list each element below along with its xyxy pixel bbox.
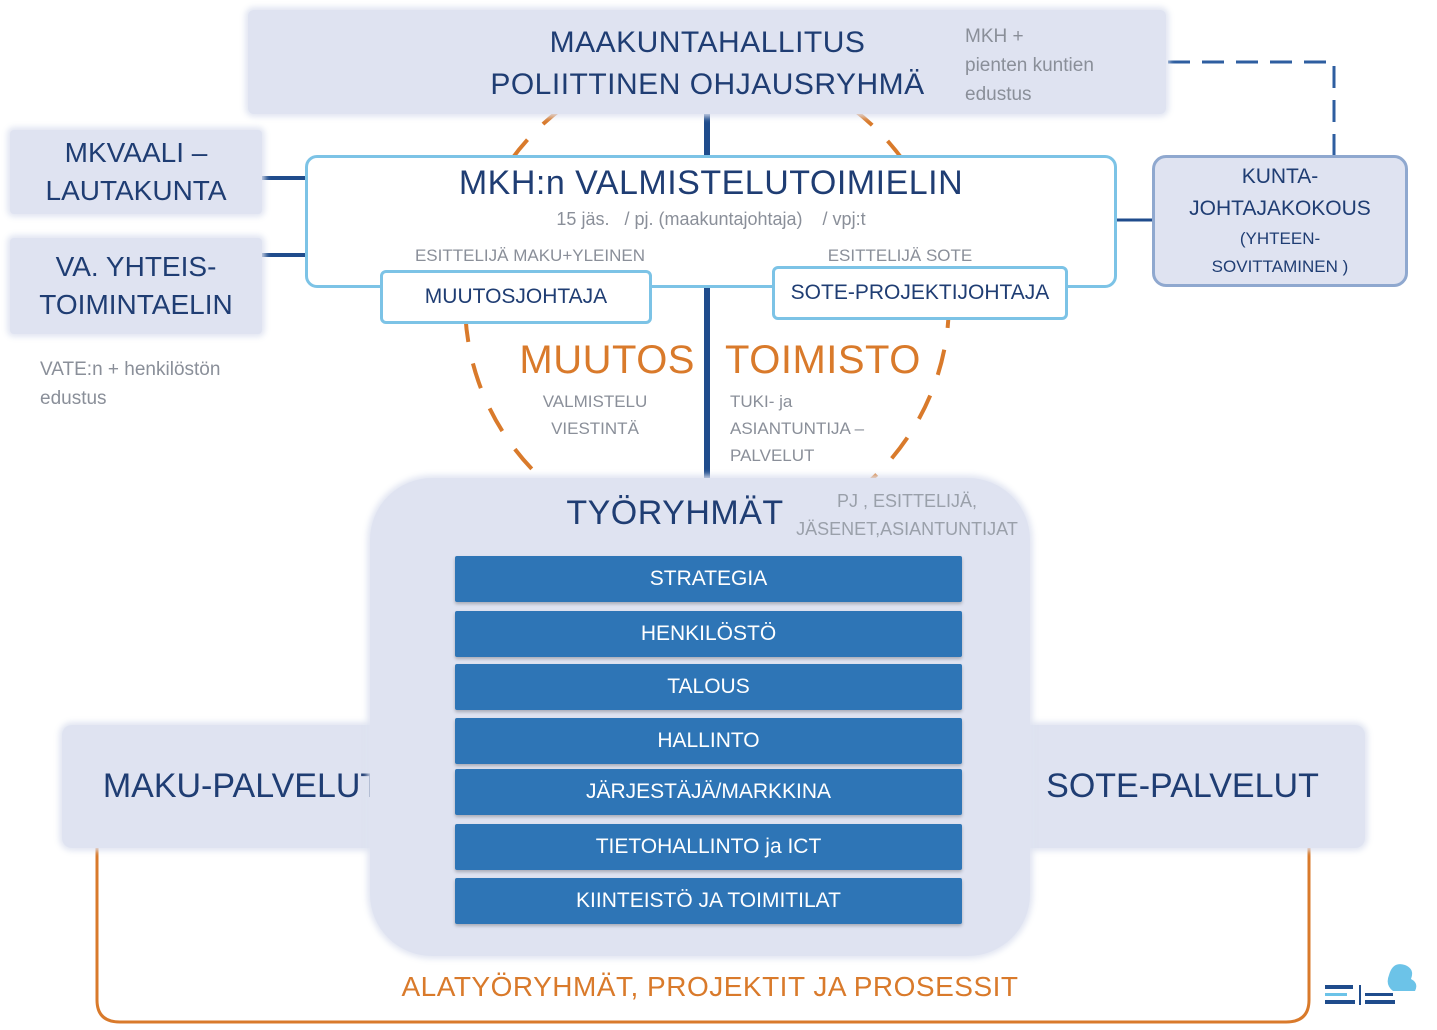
muutostoimisto-left-tasks: VALMISTELU VIESTINTÄ bbox=[520, 388, 670, 442]
esittelija-maku-label: ESITTELIJÄ MAKU+YLEINEN bbox=[414, 246, 646, 265]
tyoryhmat-note: PJ , ESITTELIJÄ, JÄSENET,ASIANTUNTIJAT bbox=[772, 487, 1042, 543]
maku-palvelut-label: MAKU-PALVELUT bbox=[102, 767, 382, 805]
top-note-line3: edustus bbox=[965, 84, 1032, 105]
maakuntahallitus-title-line2: POLIITTINEN OHJAUSRYHMÄ bbox=[490, 68, 925, 101]
kunta-line2: JOHTAJAKOKOUS bbox=[1189, 197, 1371, 220]
valmistelu-text: VALMISTELU bbox=[542, 392, 648, 411]
toimisto-word: TOIMISTO bbox=[725, 338, 921, 382]
maakuntahallitus-title: MAAKUNTAHALLITUS POLIITTINEN OHJAUSRYHMÄ bbox=[455, 22, 960, 106]
muutosjohtaja-box: MUUTOSJOHTAJA bbox=[380, 270, 652, 324]
kunta-line3: (YHTEEN- bbox=[1239, 229, 1321, 248]
kuntajohtajakokous-box: KUNTA- JOHTAJAKOKOUS (YHTEEN- SOVITTAMIN… bbox=[1152, 155, 1408, 287]
sote-projektijohtaja-label: SOTE-PROJEKTIJOHTAJA bbox=[790, 281, 1050, 304]
mkvaali-lautakunta-box: MKVAALI – LAUTAKUNTA bbox=[10, 130, 262, 214]
asiantuntija-text: ASIANTUNTIJA – bbox=[730, 419, 865, 438]
tyoryhmat-title: TYÖRYHMÄT bbox=[566, 494, 784, 532]
yhteis-line1: VA. YHTEIS- bbox=[55, 251, 217, 282]
vate-note-line2: edustus bbox=[40, 388, 107, 409]
muutos-word: MUUTOS bbox=[519, 338, 695, 382]
vate-note-line1: VATE:n + henkilöstön bbox=[40, 359, 221, 380]
maakuntahallitus-title-line1: MAAKUNTAHALLITUS bbox=[549, 26, 866, 59]
yhteistoimintaelin-box: VA. YHTEIS- TOIMINTAELIN bbox=[10, 238, 262, 334]
sote-palvelut-box: SOTE-PALVELUT bbox=[1000, 725, 1365, 848]
mkvaali-line2: LAUTAKUNTA bbox=[45, 175, 227, 206]
sote-palvelut-label: SOTE-PALVELUT bbox=[1046, 767, 1319, 805]
workgroup-hallinto: HALLINTO bbox=[455, 718, 962, 764]
esittelija-sote-label: ESITTELIJÄ SOTE bbox=[827, 246, 973, 265]
muutostoimisto-right-tasks: TUKI- ja ASIANTUNTIJA – PALVELUT bbox=[730, 388, 930, 469]
workgroup-talous: TALOUS bbox=[455, 664, 962, 710]
maakuntahallitus-box bbox=[248, 10, 1166, 114]
kunta-line1: KUNTA- bbox=[1241, 165, 1319, 188]
valmistelutoimielin-title: MKH:n VALMISTELUTOIMIELIN bbox=[458, 164, 964, 202]
workgroup-strategia: STRATEGIA bbox=[455, 556, 962, 602]
workgroup-tietohallinto: TIETOHALLINTO ja ICT bbox=[455, 824, 962, 870]
tuki-text: TUKI- ja bbox=[730, 392, 793, 411]
vate-note: VATE:n + henkilöstön edustus bbox=[40, 355, 300, 413]
kunta-dashed-connector bbox=[1168, 60, 1336, 155]
alatyoryhmat-bracket bbox=[95, 848, 1311, 1024]
top-note-line2: pienten kuntien bbox=[965, 55, 1094, 76]
viestinta-text: VIESTINTÄ bbox=[551, 419, 639, 438]
valmistelutoimielin-box bbox=[305, 155, 1117, 288]
mkvaali-line1: MKVAALI – bbox=[64, 137, 208, 168]
top-note-line1: MKH + bbox=[965, 26, 1024, 47]
alatyoryhmat-label: ALATYÖRYHMÄT, PROJEKTIT JA PROSESSIT bbox=[320, 965, 1100, 1009]
palvelut-text: PALVELUT bbox=[730, 446, 815, 465]
maakuntahallitus-note: MKH + pienten kuntien edustus bbox=[965, 22, 1155, 109]
tyoryhmat-note-line1: PJ , ESITTELIJÄ, bbox=[836, 491, 978, 511]
yhteis-line2: TOIMINTAELIN bbox=[39, 289, 233, 320]
workgroup-kiinteisto: KIINTEISTÖ JA TOIMITILAT bbox=[455, 878, 962, 924]
tyoryhmat-note-line2: JÄSENET,ASIANTUNTIJAT bbox=[796, 519, 1018, 539]
workgroup-henkilosto: HENKILÖSTÖ bbox=[455, 611, 962, 657]
sote-projektijohtaja-box: SOTE-PROJEKTIJOHTAJA bbox=[772, 266, 1068, 320]
kunta-line4: SOVITTAMINEN ) bbox=[1211, 257, 1349, 276]
valmistelutoimielin-subtitle: 15 jäs. / pj. (maakuntajohtaja) / vpj:t bbox=[556, 209, 866, 229]
association-logo-icon bbox=[1325, 964, 1417, 1005]
maku-palvelut-box: MAKU-PALVELUT bbox=[62, 725, 422, 848]
workgroup-jarjestaja: JÄRJESTÄJÄ/MARKKINA bbox=[455, 769, 962, 815]
muutosjohtaja-label: MUUTOSJOHTAJA bbox=[424, 285, 608, 308]
